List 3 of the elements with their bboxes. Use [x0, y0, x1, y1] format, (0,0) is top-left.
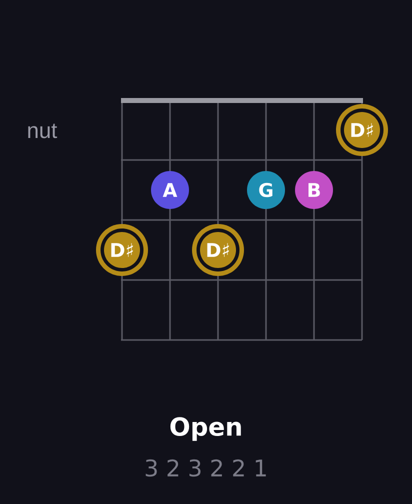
chord-title: Open [170, 417, 241, 441]
nut-label: nut [28, 124, 58, 138]
finger-numbers: 3 2 3 2 2 1 [146, 459, 266, 477]
